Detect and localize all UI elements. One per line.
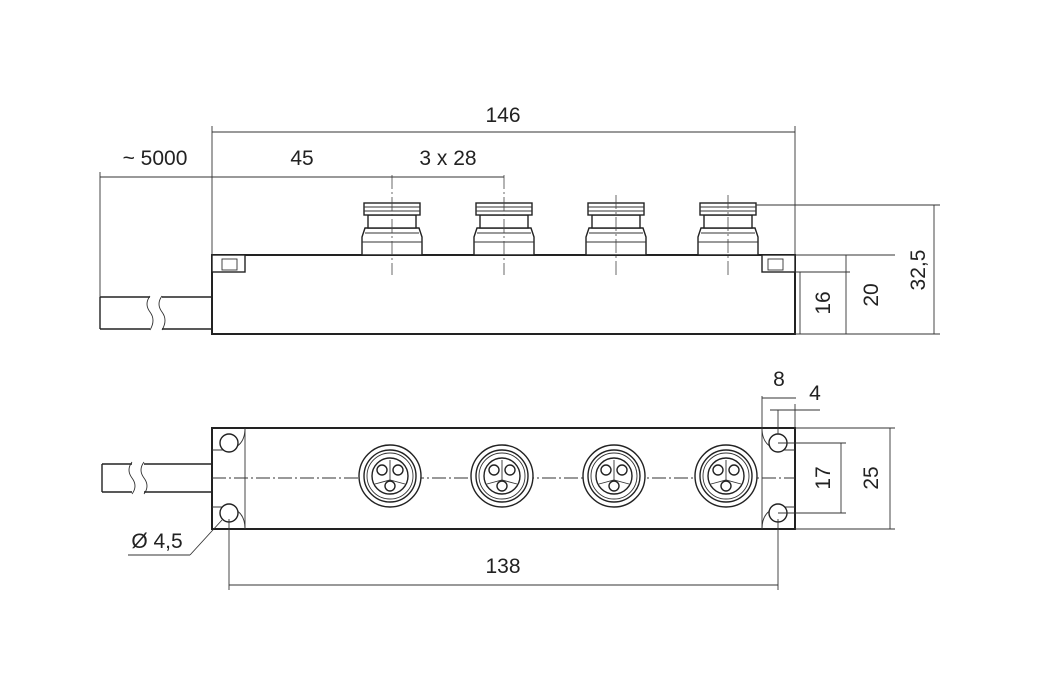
dim-hole-spacing: 17	[812, 466, 835, 489]
dim-cable-length: ~ 5000	[123, 147, 188, 170]
dim-overall-length: 146	[485, 104, 520, 127]
dim-housing-height: 16	[812, 291, 835, 314]
top-view: 8 4 17 25 138 Ø 4,5	[101, 368, 895, 590]
connector-top-2	[470, 444, 534, 508]
connector-top-3	[582, 444, 646, 508]
mounting-hole-tl	[212, 427, 246, 453]
side-view: 146 ~ 5000 45 3 x 28 16 20 32,5	[99, 104, 940, 335]
dim-hole-diameter: Ø 4,5	[131, 530, 182, 553]
dim-first-offset: 45	[290, 147, 313, 170]
dim-pitch: 3 x 28	[419, 147, 476, 170]
cable-side	[99, 295, 212, 331]
cable-top	[101, 461, 212, 495]
dim-height-to-connector-base: 20	[860, 283, 883, 306]
dim-hole-distance: 138	[485, 555, 520, 578]
dim-total-height: 32,5	[907, 250, 930, 291]
dim-hole-offset-x: 8	[773, 368, 785, 391]
dim-housing-width: 25	[860, 466, 883, 489]
dim-hole-offset-y: 4	[809, 382, 821, 405]
connector-top-1	[358, 444, 422, 508]
mount-tab-left	[211, 254, 246, 273]
housing-side	[211, 254, 796, 335]
mount-tab-right	[761, 254, 796, 273]
connector-top-4	[694, 444, 758, 508]
